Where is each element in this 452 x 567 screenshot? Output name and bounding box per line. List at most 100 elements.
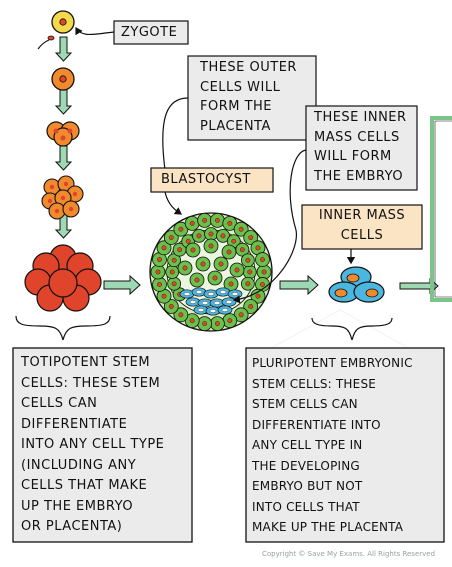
- blastocyst-cell: [243, 299, 259, 314]
- blastocyst-cell: [165, 265, 180, 279]
- blastocyst-cell: [185, 242, 201, 258]
- blastocyst-cell: [152, 252, 167, 267]
- zygote-label-box: [113, 20, 189, 45]
- placenta-note-line: CELLS WILL: [200, 79, 281, 95]
- blastocyst-cell: [163, 230, 179, 245]
- blastocyst-cell: [240, 276, 255, 291]
- blastocyst-cell: [197, 212, 213, 228]
- blastocyst-inner-mass: [179, 287, 243, 316]
- blastocyst-cell: [197, 316, 213, 332]
- embryo-note-line: MASS CELLS: [314, 129, 400, 145]
- inner-mass-cell: [203, 289, 219, 299]
- embryo-note-line: THESE INNER: [314, 110, 407, 125]
- embryo-note-line: THE EMBRYO: [314, 168, 404, 184]
- blastocyst-cell: [209, 316, 225, 332]
- one-cell-stage: [51, 67, 75, 91]
- blastocyst-cell: [233, 221, 249, 237]
- blastocyst-cell: [192, 228, 206, 243]
- inner-mass-cell: [191, 287, 207, 297]
- eight-cell-stage: [41, 175, 84, 220]
- totipotent-line: CELLS: THESE STEM: [21, 375, 161, 391]
- inner-mass-label-line: CELLS: [340, 227, 384, 243]
- inner-mass-label-line: INNER MASS: [318, 208, 406, 223]
- sperm-icon: [37, 35, 55, 50]
- placenta-pointer: [162, 97, 189, 171]
- placenta-note-line: PLACENTA: [200, 118, 271, 134]
- inner-mass-cells: [328, 266, 385, 303]
- down-arrows: [54, 36, 73, 239]
- blastocyst-cell: [156, 240, 172, 256]
- blastocyst-cell: [216, 228, 230, 243]
- pluripotent-line: STEM CELLS: THESE: [252, 376, 377, 391]
- inner-mass-cell: [227, 289, 243, 299]
- placenta-note-line: FORM THE: [200, 99, 273, 114]
- blastocyst-cell: [189, 272, 205, 288]
- blastocyst-label-box: [150, 167, 274, 193]
- blastocyst-cell: [152, 277, 167, 292]
- blastocyst-cell: [177, 260, 193, 276]
- blastocyst-cell: [243, 230, 259, 245]
- blastocyst-cell: [163, 299, 179, 314]
- pluripotent-line: INTO CELLS THAT: [252, 499, 360, 514]
- totipotent-line: (INCLUDING ANY: [21, 457, 137, 473]
- totipotent-line: OR PLACENTA): [21, 519, 123, 534]
- totipotent-line: CELLS CAN: [21, 396, 98, 411]
- inner-mass-cell: [221, 297, 237, 307]
- arrow-to-inner-mass: [279, 274, 319, 296]
- blastocyst-outer-cells: [150, 212, 272, 332]
- blastocyst-cell: [203, 238, 219, 254]
- left-brace: [15, 315, 111, 341]
- inner-mass-cell: [193, 305, 209, 315]
- blastocyst-cell: [221, 244, 237, 260]
- totipotent-line: DIFFERENTIATE: [21, 416, 128, 432]
- blastocyst-cell: [173, 221, 189, 237]
- blastocyst-cell: [255, 252, 270, 267]
- blastocyst-cell: [184, 215, 200, 231]
- totipotent-line: INTO ANY CELL TYPE: [21, 437, 165, 452]
- pluripotent-line: PLURIPOTENT EMBRYONIC: [252, 356, 413, 370]
- right-brace: [311, 317, 393, 341]
- zygote-label: ZYGOTE: [121, 25, 178, 40]
- pluripotent-line: MAKE UP THE PLACENTA: [252, 520, 404, 534]
- totipotent-line: UP THE EMBRYO: [21, 498, 134, 514]
- blastocyst-cell: [256, 264, 272, 280]
- copyright-text: Copyright © Save My Exams. All Rights Re…: [262, 550, 436, 558]
- inner-mass-cell: [217, 305, 233, 315]
- blastocyst-cell: [150, 264, 166, 280]
- embryo-note: THESE INNER MASS CELLS WILL FORM THE EMB…: [314, 108, 407, 186]
- blastocyst-cell: [173, 307, 189, 323]
- totipotent-line: CELLS THAT MAKE: [21, 478, 148, 493]
- blastocyst-cell: [229, 262, 245, 278]
- blastocyst-cell: [222, 313, 238, 329]
- pluripotent-text: PLURIPOTENT EMBRYONIC STEM CELLS: THESE …: [252, 353, 413, 538]
- totipotent-line: TOTIPOTENT STEM: [21, 355, 151, 370]
- blastocyst-cell: [233, 307, 249, 323]
- pluripotent-line: STEM CELLS CAN: [252, 397, 358, 411]
- placenta-note: THESE OUTER CELLS WILL FORM THE PLACENTA: [200, 58, 297, 136]
- morula: [24, 244, 102, 312]
- zygote-pointer: [75, 26, 115, 36]
- zygote-cell: [51, 10, 75, 34]
- inner-mass-label-box: [301, 204, 423, 250]
- placenta-note-line: THESE OUTER: [200, 60, 297, 75]
- pluripotent-box: [245, 347, 445, 543]
- inner-mass-cell: [185, 297, 201, 307]
- four-cell-stage: [46, 121, 80, 147]
- embryo-note-box: [305, 105, 418, 191]
- inner-mass-label: INNER MASS CELLS: [302, 206, 422, 245]
- blastocyst-cell: [204, 227, 218, 241]
- blastocyst-cell: [207, 270, 223, 286]
- blastocyst-label: BLASTOCYST: [161, 172, 251, 187]
- pluripotent-line: EMBRYO BUT NOT: [252, 479, 363, 493]
- arrow-to-blastocyst: [103, 274, 141, 296]
- blastocyst-cell: [213, 256, 229, 272]
- placenta-note-box: [187, 55, 317, 141]
- blastocyst-cell: [209, 212, 225, 228]
- blastocyst-cell: [242, 265, 257, 279]
- blastocyst-cell: [240, 253, 255, 268]
- pluripotent-line: THE DEVELOPING: [252, 458, 360, 473]
- blastocyst-cell: [195, 256, 211, 272]
- blastocyst-cell: [250, 240, 266, 256]
- inner-mass-cell: [215, 287, 231, 297]
